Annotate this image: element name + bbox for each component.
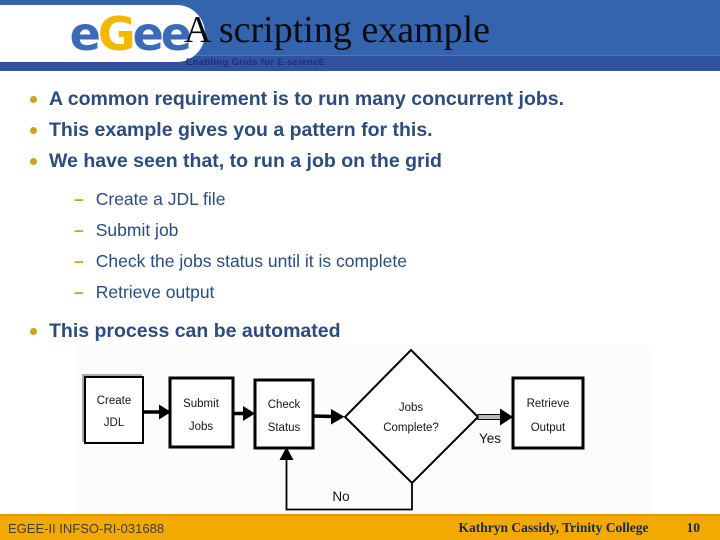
node-label: Jobs bbox=[399, 402, 424, 414]
node-retrieve-output: Retrieve Output bbox=[511, 376, 585, 450]
workflow-diagram: Create JDL Submit Jobs Che bbox=[75, 345, 650, 515]
footer-right-group: Kathryn Cassidy, Trinity College 10 bbox=[458, 520, 700, 536]
sub-bullet-item: – Check the jobs status until it is comp… bbox=[74, 251, 708, 272]
bullet-text: This process can be automated bbox=[49, 320, 341, 342]
node-label: Status bbox=[268, 422, 301, 434]
bullet-item: This process can be automated bbox=[30, 320, 708, 342]
bullet-text: A common requirement is to run many conc… bbox=[49, 88, 565, 110]
bullet-dot-icon bbox=[30, 328, 37, 335]
sub-bullet-text: Retrieve output bbox=[95, 282, 215, 302]
arrow-no-icon bbox=[279, 447, 413, 511]
bullet-dot-icon bbox=[30, 96, 37, 103]
dash-icon: – bbox=[74, 282, 84, 302]
edge-label-no: No bbox=[332, 489, 349, 504]
bullet-item: A common requirement is to run many conc… bbox=[30, 88, 708, 110]
egee-logo-letter-icon: e bbox=[69, 6, 101, 61]
node-check-status: Check Status bbox=[253, 378, 315, 450]
slide-body: A common requirement is to run many conc… bbox=[30, 88, 708, 342]
slide-header: e G e e A scripting example Enabling Gri… bbox=[0, 0, 720, 71]
bullet-dot-icon bbox=[30, 127, 37, 134]
node-label: Retrieve bbox=[527, 398, 570, 410]
sub-bullet-text: Check the jobs status until it is comple… bbox=[95, 251, 407, 271]
footer-page-number: 10 bbox=[686, 520, 701, 535]
sub-bullet-list: – Create a JDL file – Submit job – Check… bbox=[74, 189, 708, 303]
footer-author: Kathryn Cassidy, Trinity College bbox=[458, 520, 649, 535]
node-label: Submit bbox=[183, 398, 220, 410]
slide-footer: EGEE-II INFSO-RI-031688 Kathryn Cassidy,… bbox=[0, 514, 720, 540]
egee-tagline: Enabling Grids for E-sciencE bbox=[186, 57, 326, 68]
node-label: Jobs bbox=[189, 421, 214, 433]
sub-bullet-item: – Retrieve output bbox=[74, 282, 708, 303]
bullet-text: This example gives you a pattern for thi… bbox=[49, 119, 433, 141]
node-create-jdl: Create JDL bbox=[82, 374, 144, 444]
node-label: Output bbox=[531, 422, 566, 434]
arrow-icon bbox=[143, 404, 171, 420]
egee-logo-letter-icon: G bbox=[97, 6, 136, 61]
footer-project-id: EGEE-II INFSO-RI-031688 bbox=[8, 520, 165, 536]
dash-icon: – bbox=[74, 251, 84, 271]
dash-icon: – bbox=[74, 189, 84, 209]
sub-bullet-item: – Create a JDL file bbox=[74, 189, 708, 210]
sub-bullet-text: Create a JDL file bbox=[95, 189, 226, 209]
arrow-yes-icon bbox=[477, 408, 513, 426]
bullet-item: We have seen that, to run a job on the g… bbox=[30, 150, 708, 172]
node-label: Check bbox=[268, 399, 301, 411]
bullet-text: We have seen that, to run a job on the g… bbox=[49, 150, 442, 172]
edge-label-yes: Yes bbox=[479, 431, 501, 446]
dash-icon: – bbox=[74, 220, 84, 240]
bullet-dot-icon bbox=[30, 158, 37, 165]
sub-bullet-item: – Submit job bbox=[74, 220, 708, 241]
bullet-item: This example gives you a pattern for thi… bbox=[30, 119, 708, 141]
arrow-icon bbox=[312, 409, 345, 425]
node-label: Create bbox=[97, 395, 132, 407]
egee-logo-letter-icon: e bbox=[160, 6, 192, 61]
egee-logo-letter-icon: e bbox=[132, 6, 164, 61]
slide-title: A scripting example bbox=[184, 9, 491, 51]
node-label: JDL bbox=[104, 417, 125, 429]
arrow-icon bbox=[233, 406, 255, 421]
sub-bullet-text: Submit job bbox=[95, 220, 179, 240]
workflow-diagram-svg: Create JDL Submit Jobs Che bbox=[75, 345, 650, 515]
node-submit-jobs: Submit Jobs bbox=[168, 376, 235, 449]
egee-logo: e G e e bbox=[0, 5, 205, 62]
node-label: Complete? bbox=[383, 422, 439, 434]
